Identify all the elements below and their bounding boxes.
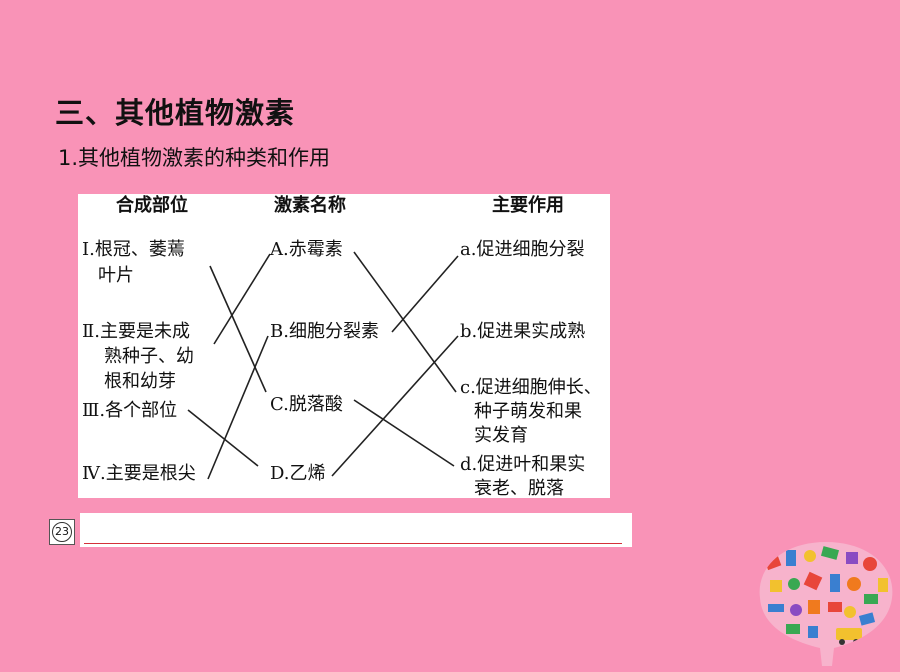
line-IV-to-B: [207, 335, 269, 480]
function-a: a.促进细胞分裂: [460, 239, 585, 260]
section-title: 三、其他植物激素: [55, 96, 296, 130]
site-I-line1: Ⅰ.根冠、萎蔫: [82, 239, 185, 260]
function-b: b.促进果实成熟: [460, 321, 586, 342]
header-function: 主要作用: [492, 195, 564, 216]
function-d-line1: d.促进叶和果实: [460, 454, 586, 475]
hormone-A: A.赤霉素: [270, 239, 343, 260]
hormone-D: D.乙烯: [270, 463, 326, 484]
site-II-line3: 根和幼芽: [104, 371, 176, 392]
function-c-line3: 实发育: [474, 425, 528, 446]
decorative-education-balloon-icon: [759, 542, 893, 666]
line-B-to-a: [391, 255, 459, 333]
site-I-line2: 叶片: [98, 265, 134, 286]
section-subtitle: 1.其他植物激素的种类和作用: [58, 146, 331, 170]
hormone-C: C.脱落酸: [270, 394, 343, 415]
line-I-to-C: [209, 265, 267, 393]
line-III-to-D: [187, 409, 259, 467]
site-II-line1: Ⅱ.主要是未成: [82, 321, 190, 342]
answer-blank[interactable]: [80, 513, 632, 547]
header-site: 合成部位: [116, 195, 188, 216]
line-D-to-b: [331, 335, 459, 477]
hormone-matching-figure: 合成部位 激素名称 主要作用 Ⅰ.根冠、萎蔫 叶片 Ⅱ.主要是未成 熟种子、幼 …: [78, 194, 610, 499]
line-A-to-c: [353, 251, 457, 393]
site-III: Ⅲ.各个部位: [82, 400, 178, 421]
function-c-line2: 种子萌发和果: [474, 401, 582, 422]
site-II-line2: 熟种子、幼: [104, 346, 194, 367]
circled-number: 23: [52, 522, 72, 542]
header-hormone: 激素名称: [274, 195, 346, 216]
line-II-to-A: [213, 253, 271, 345]
hormone-B: B.细胞分裂素: [270, 321, 379, 342]
matching-lines: [187, 251, 459, 480]
answer-underline: [84, 543, 622, 544]
answer-number-badge: 23: [49, 519, 75, 545]
function-c-line1: c.促进细胞伸长、: [460, 377, 602, 398]
function-d-line2: 衰老、脱落: [474, 478, 564, 499]
site-IV: Ⅳ.主要是根尖: [82, 463, 196, 484]
line-C-to-d: [353, 399, 455, 467]
